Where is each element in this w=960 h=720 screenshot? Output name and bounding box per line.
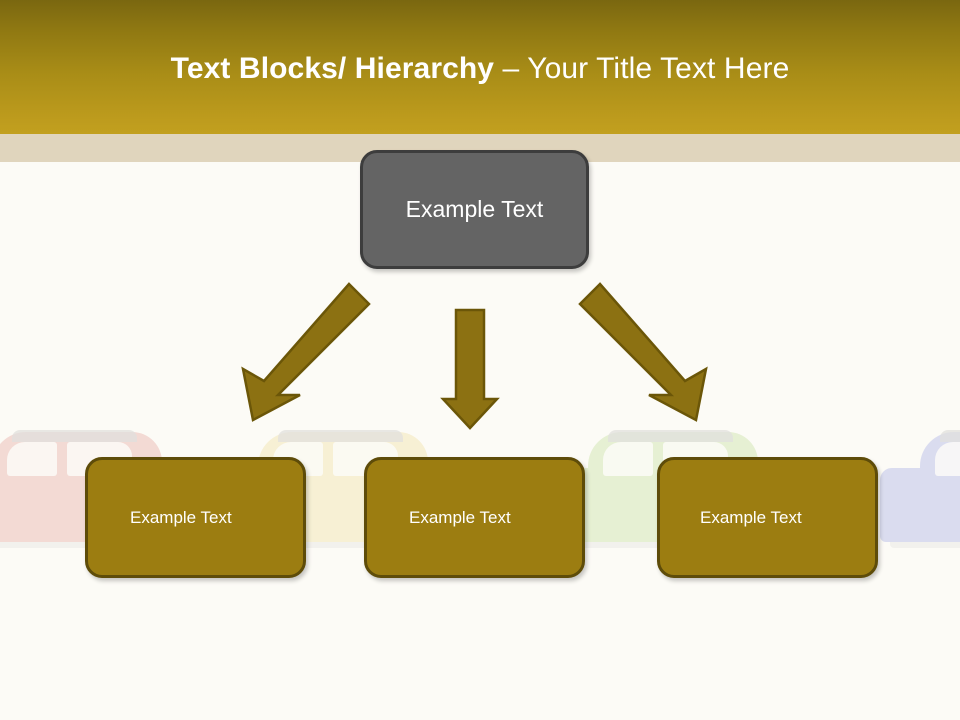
- title-band: [0, 0, 960, 134]
- hierarchy-child-node-2[interactable]: Example Text: [364, 457, 585, 578]
- page-title-light: – Your Title Text Here: [502, 52, 790, 85]
- hierarchy-child-label-3: Example Text: [700, 507, 802, 527]
- hierarchy-child-label-1: Example Text: [130, 507, 232, 527]
- hierarchy-root-label: Example Text: [405, 196, 544, 222]
- hierarchy-child-node-3[interactable]: Example Text: [657, 457, 878, 578]
- page-title-strong: Text Blocks/ Hierarchy: [170, 52, 503, 85]
- hierarchy-child-label-2: Example Text: [409, 507, 511, 527]
- hierarchy-child-node-1[interactable]: Example Text: [85, 457, 306, 578]
- hierarchy-root-node[interactable]: Example Text: [360, 150, 589, 269]
- page-title: Text Blocks/ Hierarchy – Your Title Text…: [0, 50, 960, 88]
